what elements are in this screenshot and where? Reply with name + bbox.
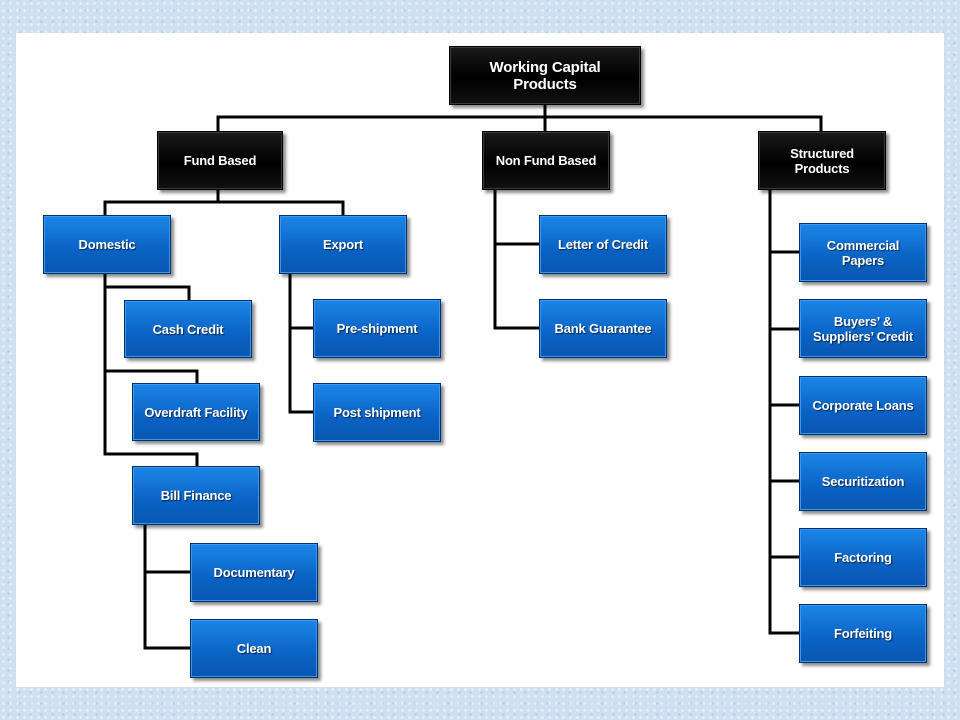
node-securitization: Securitization	[799, 452, 927, 511]
connector-fund-based	[103, 188, 345, 217]
connector-export	[288, 272, 315, 414]
connector-non-fund	[493, 188, 541, 330]
node-factoring: Factoring	[799, 528, 927, 587]
category-non-fund-based: Non Fund Based	[482, 131, 610, 190]
node-bill-finance: Bill Finance	[132, 466, 260, 525]
category-fund-based: Fund Based	[157, 131, 283, 190]
connector-root	[216, 103, 823, 133]
connector-bill-finance	[143, 523, 192, 650]
category-structured-products: Structured Products	[758, 131, 886, 190]
node-documentary: Documentary	[190, 543, 318, 602]
node-corporate-loans: Corporate Loans	[799, 376, 927, 435]
connector-domestic	[103, 272, 199, 468]
node-commercial-papers: Commercial Papers	[799, 223, 927, 282]
root-node-working-capital-products: Working Capital Products	[449, 46, 641, 105]
node-export: Export	[279, 215, 407, 274]
node-domestic: Domestic	[43, 215, 171, 274]
node-post-shipment: Post shipment	[313, 383, 441, 442]
node-cash-credit: Cash Credit	[124, 300, 252, 358]
connector-structured	[768, 188, 801, 635]
node-overdraft-facility: Overdraft Facility	[132, 383, 260, 441]
node-bank-guarantee: Bank Guarantee	[539, 299, 667, 358]
node-letter-of-credit: Letter of Credit	[539, 215, 667, 274]
node-buyers-suppliers-credit: Buyers’ & Suppliers’ Credit	[799, 299, 927, 358]
node-pre-shipment: Pre-shipment	[313, 299, 441, 358]
node-clean: Clean	[190, 619, 318, 678]
node-forfeiting: Forfeiting	[799, 604, 927, 663]
